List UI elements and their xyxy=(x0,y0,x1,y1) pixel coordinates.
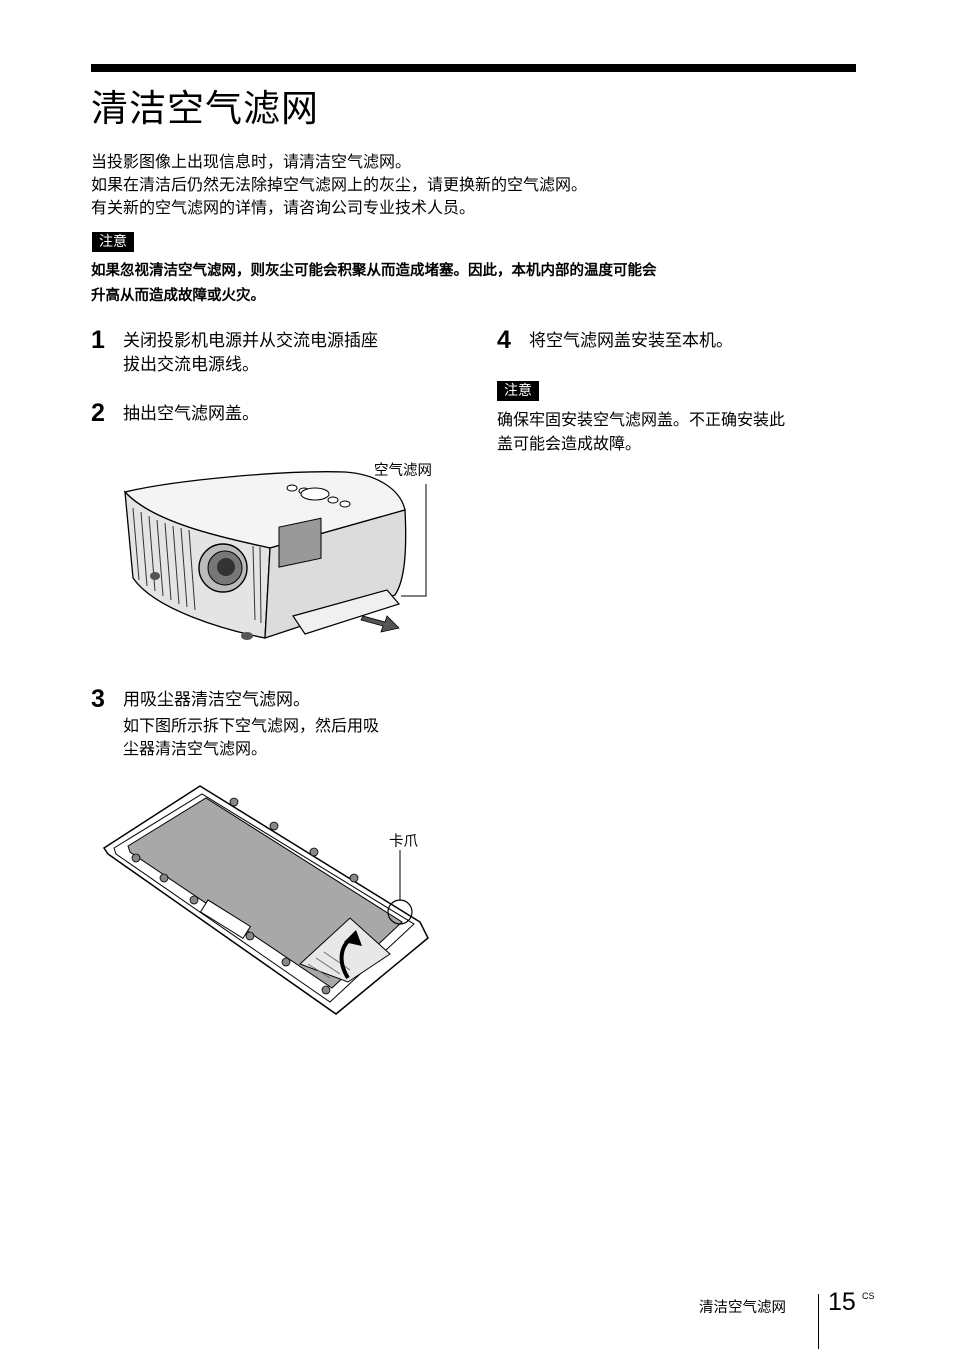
page-title: 清洁空气滤网 xyxy=(91,87,319,130)
language-code: CS xyxy=(862,1291,875,1301)
step-text: 用吸尘器清洁空气滤网。 xyxy=(123,690,310,710)
step-text: 将空气滤网盖安装至本机。 xyxy=(529,331,733,351)
page-number: 15 xyxy=(828,1288,856,1316)
title-rule xyxy=(91,64,856,72)
intro-line: 如果在清洁后仍然无法除掉空气滤网上的灰尘，请更换新的空气滤网。 xyxy=(91,175,588,194)
footer-divider xyxy=(818,1294,819,1349)
step-2: 2 抽出空气滤网盖。 xyxy=(91,398,461,428)
note-badge: 注意 xyxy=(497,381,539,401)
projector-illustration xyxy=(123,471,427,640)
step-number: 1 xyxy=(91,326,105,354)
air-filter-callout: 空气滤网 xyxy=(374,463,432,479)
step-4: 4 将空气滤网盖安装至本机。 xyxy=(497,325,857,355)
step-3: 3 用吸尘器清洁空气滤网。 如下图所示拆下空气滤网，然后用吸 尘器清洁空气滤网。 xyxy=(91,684,461,764)
step-text-line: 关闭投影机电源并从交流电源插座 xyxy=(123,331,378,351)
claw-callout: 卡爪 xyxy=(389,834,418,850)
intro-line: 有关新的空气滤网的详情，请咨询公司专业技术人员。 xyxy=(91,198,476,217)
caution-line: 升高从而造成故障或火灾。 xyxy=(91,288,265,304)
step-number: 2 xyxy=(91,399,105,427)
caution-badge: 注意 xyxy=(92,232,134,252)
step-number: 3 xyxy=(91,685,105,713)
step-subtext-line: 如下图所示拆下空气滤网，然后用吸 xyxy=(123,716,380,735)
step-text: 关闭投影机电源并从交流电源插座 拔出交流电源线。 xyxy=(123,329,378,377)
step-number: 4 xyxy=(497,326,511,354)
step-1: 1 关闭投影机电源并从交流电源插座 拔出交流电源线。 xyxy=(91,325,461,385)
step-subtext-line: 尘器清洁空气滤网。 xyxy=(123,739,268,758)
step-subtext: 如下图所示拆下空气滤网，然后用吸 尘器清洁空气滤网。 xyxy=(123,714,379,760)
note-text-line: 盖可能会造成故障。 xyxy=(497,434,642,453)
caution-line: 如果忽视清洁空气滤网，则灰尘可能会积聚从而造成堵塞。因此，本机内部的温度可能会 xyxy=(91,263,657,279)
intro-paragraph: 当投影图像上出现信息时，请清洁空气滤网。 如果在清洁后仍然无法除掉空气滤网上的灰… xyxy=(91,150,587,219)
filter-illustration xyxy=(102,785,429,1015)
note-text: 确保牢固安装空气滤网盖。不正确安装此 盖可能会造成故障。 xyxy=(497,408,857,456)
note-text-line: 确保牢固安装空气滤网盖。不正确安装此 xyxy=(497,410,786,429)
intro-line: 当投影图像上出现信息时，请清洁空气滤网。 xyxy=(91,152,412,171)
footer-section-title: 清洁空气滤网 xyxy=(699,1300,786,1316)
caution-text: 如果忽视清洁空气滤网，则灰尘可能会积聚从而造成堵塞。因此，本机内部的温度可能会 … xyxy=(91,259,861,309)
step-text: 抽出空气滤网盖。 xyxy=(123,404,259,424)
step-text-line: 拔出交流电源线。 xyxy=(123,355,259,375)
